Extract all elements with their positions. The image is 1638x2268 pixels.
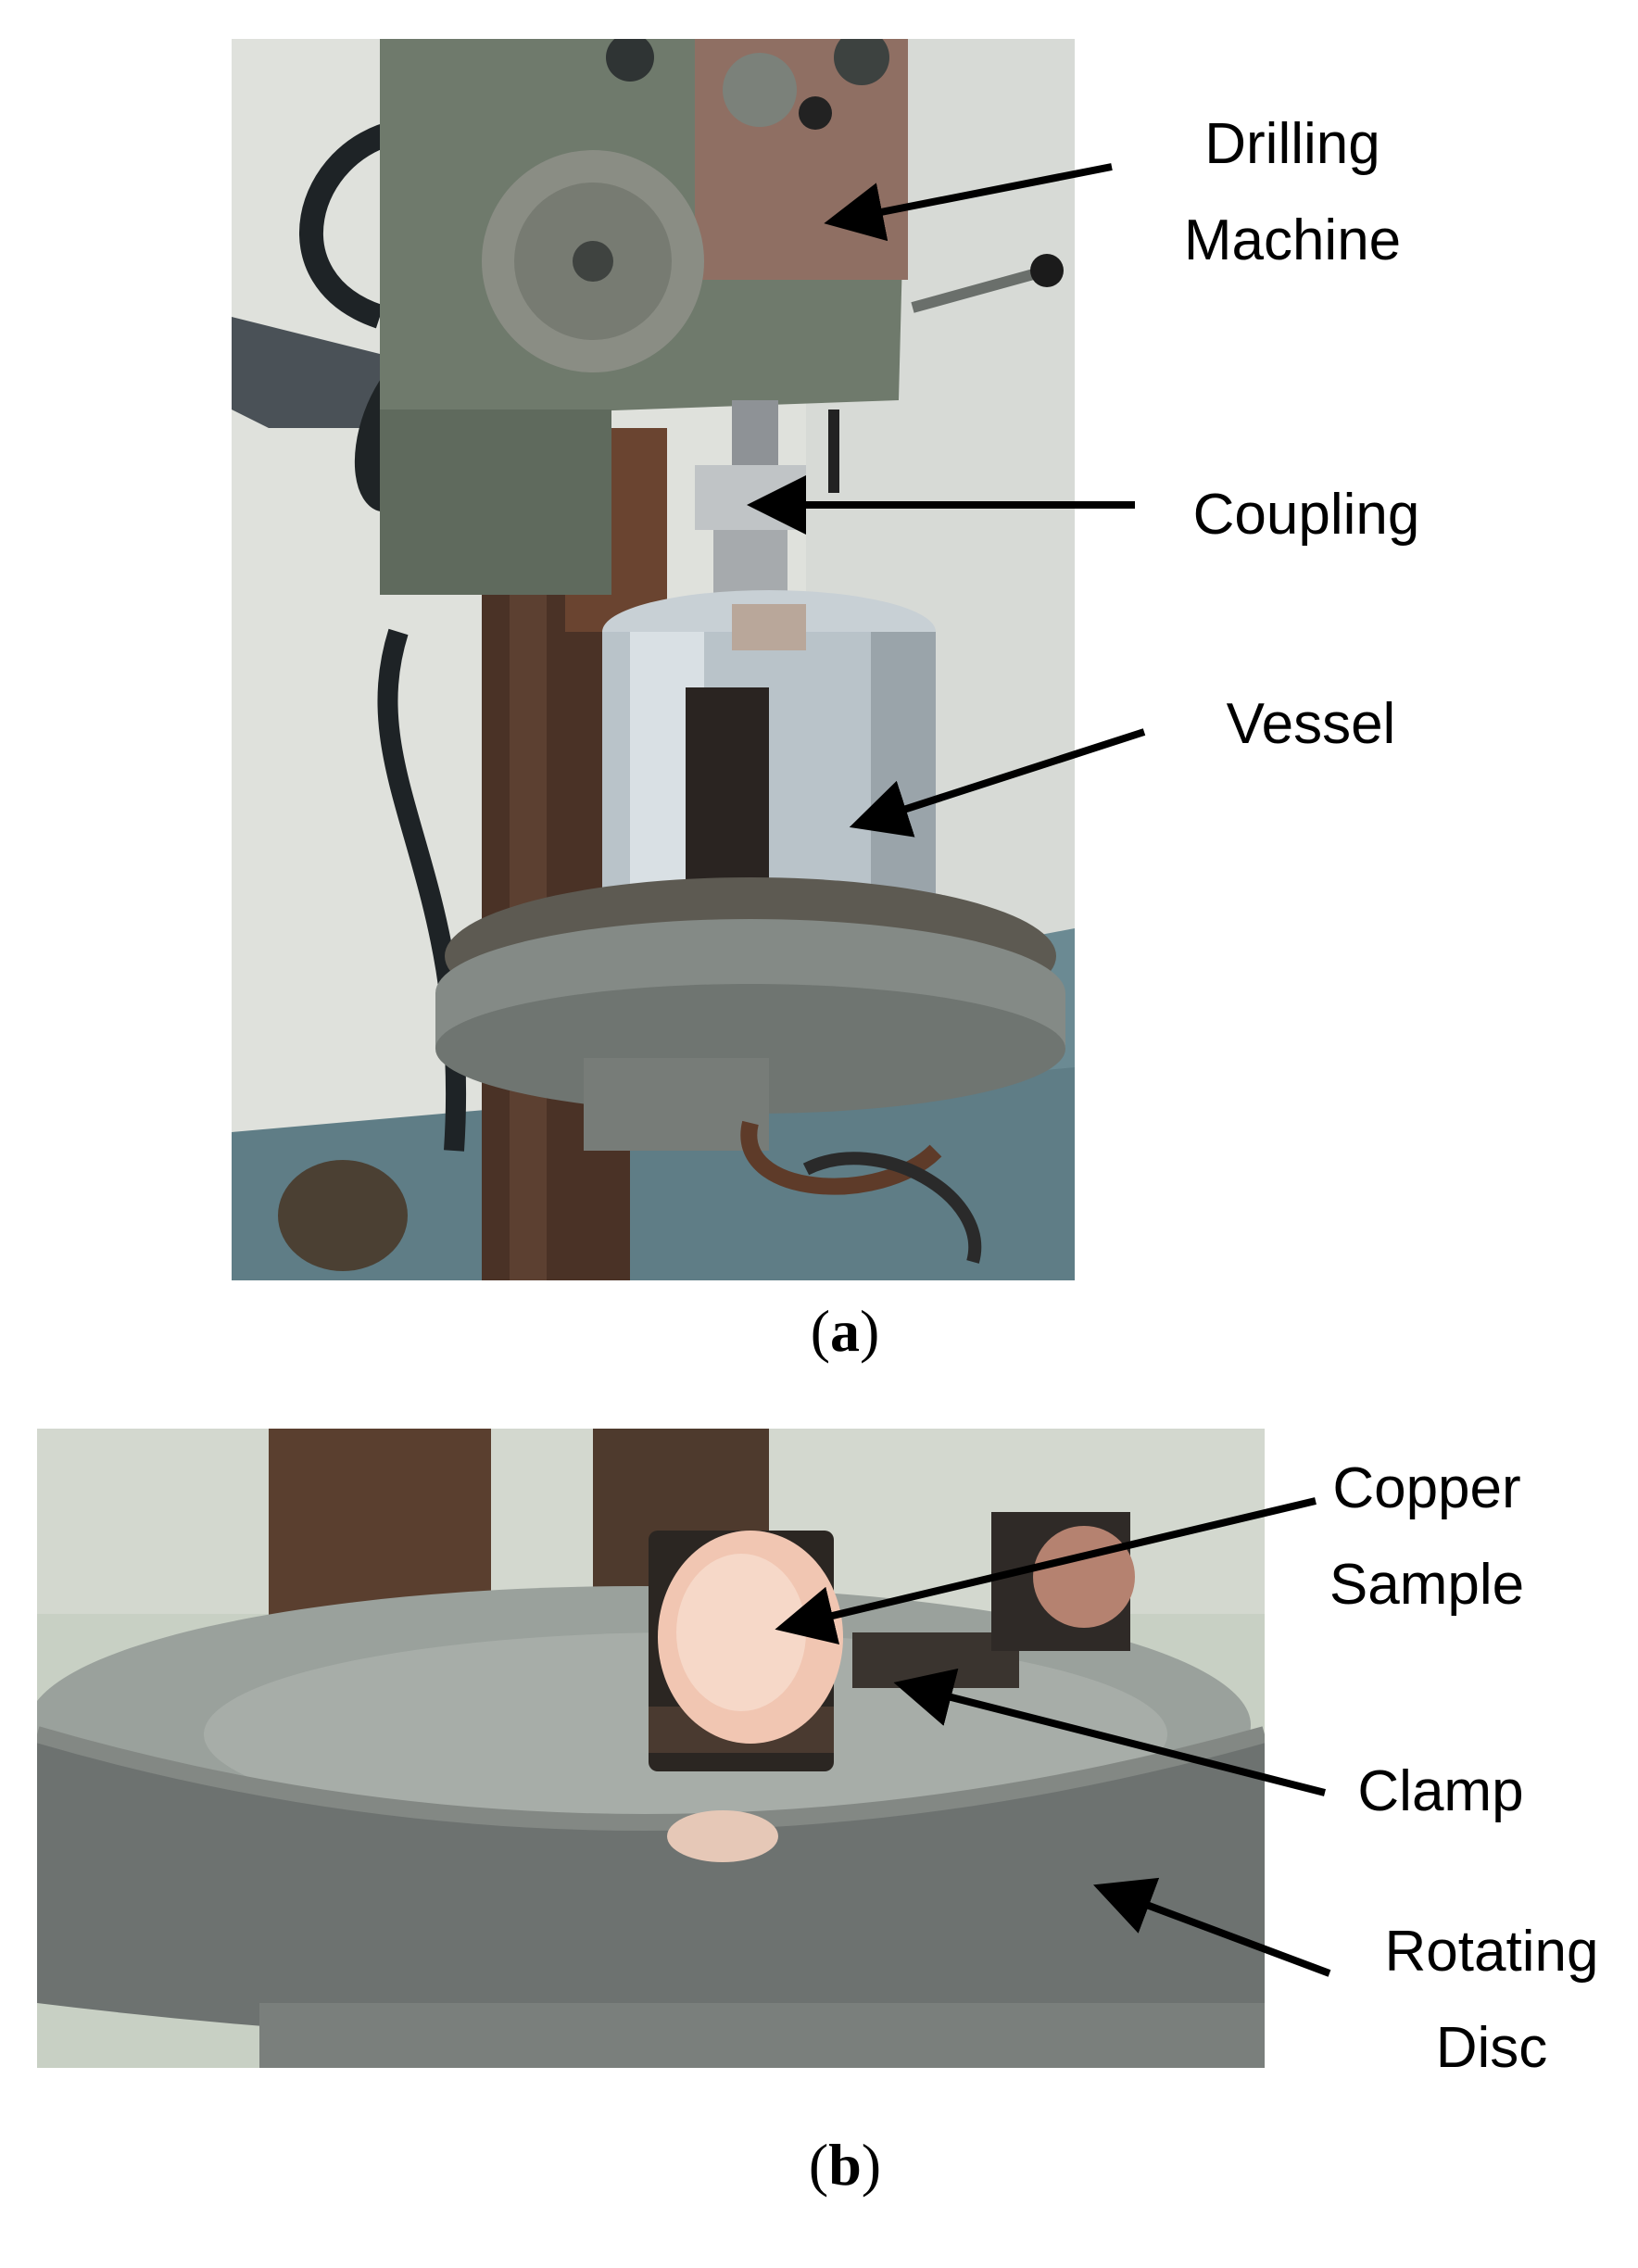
caption-b: (b) bbox=[808, 2132, 882, 2198]
label-coupling: Coupling bbox=[1192, 483, 1420, 547]
photo-rotating-disc bbox=[37, 1429, 1265, 2068]
photo-drilling-rig bbox=[232, 39, 1075, 1280]
label-copper-sample: Copper Sample bbox=[1329, 1456, 1525, 1617]
label-clamp: Clamp bbox=[1357, 1759, 1524, 1823]
caption-a: (a) bbox=[810, 1298, 880, 1364]
label-vessel: Vessel bbox=[1226, 692, 1396, 756]
label-drilling-machine: Drilling Machine bbox=[1183, 112, 1402, 272]
label-rotating-disc: Rotating Disc bbox=[1384, 1920, 1599, 2080]
